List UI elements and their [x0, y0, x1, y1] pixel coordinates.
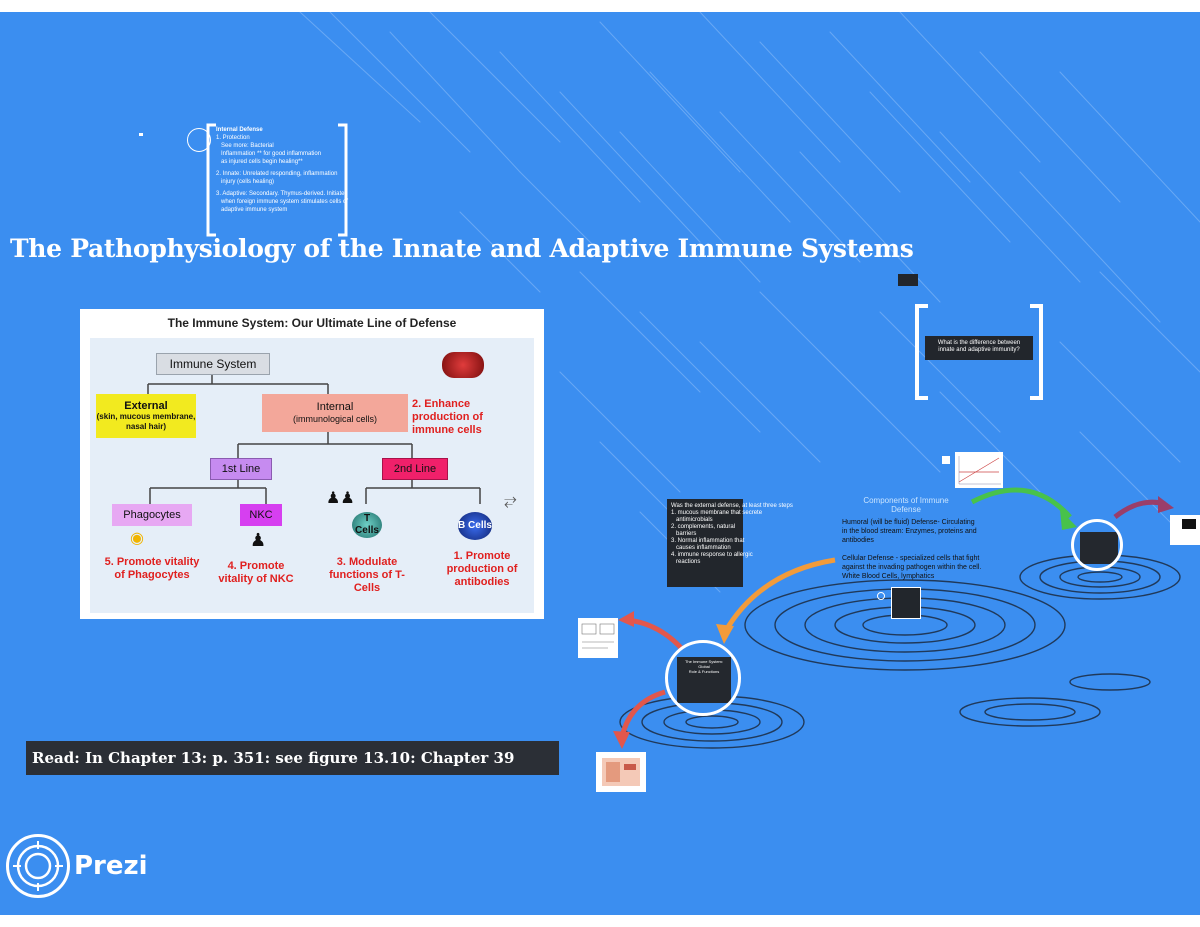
stick-figures-icon: ♟ — [250, 530, 267, 550]
external-box: External (skin, mucous membrane, nasal h… — [96, 394, 196, 438]
diagram-title: The Immune System: Our Ultimate Line of … — [167, 316, 457, 330]
ring-lower-sub: Role & Functions — [688, 669, 720, 674]
marker-dot — [139, 133, 143, 136]
t-cell-icon — [352, 512, 382, 538]
page-title: The Pathophysiology of the Innate and Ad… — [10, 234, 914, 263]
antibody-icon: ⥂ — [504, 492, 517, 509]
prezi-canvas: Internal Defense 1. Protection See more:… — [0, 12, 1200, 915]
top-note-heading: Internal Defense — [216, 127, 263, 133]
first-line-box: 1st Line — [210, 458, 272, 480]
modulate-t-cells-text: 3. Modulate functions of T-Cells — [329, 556, 405, 594]
pacman-icon: ◉ — [130, 530, 144, 547]
frame-circle-small[interactable] — [187, 128, 211, 152]
soldiers-icon: ♟♟ — [326, 490, 355, 507]
prezi-logo[interactable]: Prezi — [6, 834, 148, 898]
top-note-line: Inflammation ** for good inflammation — [216, 151, 322, 157]
chart-marker — [942, 456, 950, 464]
nkc-box: NKC — [240, 504, 282, 526]
blood-cells-icon — [442, 352, 484, 378]
enhance-production-text: 2. Enhance production of immune cells — [412, 398, 483, 436]
top-bracket-frame[interactable] — [206, 123, 348, 237]
external-defense-list-items: Was the external defense, at least three… — [671, 503, 793, 566]
top-note-line: 2. Innate: Unrelated responding, inflamm… — [216, 171, 338, 177]
cellular-defense-text: Cellular Defense - specialized cells tha… — [842, 555, 982, 580]
phagocytes-box: Phagocytes — [112, 504, 192, 526]
small-dark-tile[interactable] — [891, 587, 921, 619]
question-bracket-frame[interactable] — [914, 304, 1044, 400]
figure-thumbnail-upper[interactable] — [578, 618, 618, 658]
external-defense-list-item: 2. complements, natural — [671, 524, 736, 530]
humoral-defense-text: Humoral (will be fluid) Defense- Circula… — [842, 519, 977, 544]
immune-system-diagram[interactable]: The Immune System: Our Ultimate Line of … — [80, 309, 544, 619]
top-note-line: See more: Bacterial — [216, 143, 274, 149]
diagram-connectors — [147, 372, 481, 504]
prezi-logo-icon — [6, 834, 70, 898]
external-defense-list[interactable]: Was the external defense, at least three… — [667, 499, 793, 587]
prezi-logo-text: Prezi — [74, 851, 148, 881]
internal-detail: (immunological cells) — [292, 414, 378, 424]
top-note-line: when foreign immune system stimulates ce… — [216, 199, 349, 205]
ring-lower-heading: The Immune System: Global — [684, 659, 723, 669]
chart-thumbnail[interactable] — [955, 452, 1003, 488]
ring-right-content — [1080, 532, 1118, 564]
ring-frame-lower[interactable]: The Immune System: Global Role & Functio… — [665, 640, 741, 716]
thumb-card-right[interactable] — [1170, 515, 1200, 545]
b-cell-icon — [458, 512, 492, 540]
reading-note-bar: Read: In Chapter 13: p. 351: see figure … — [26, 741, 559, 775]
top-note-line: as injured cells begin healing** — [216, 159, 303, 165]
innate-adaptive-question: What is the difference between innate an… — [925, 336, 1033, 360]
tiny-frame-circle — [877, 592, 885, 600]
top-note-line: 3. Adaptive: Secondary. Thymus-derived. … — [216, 191, 348, 197]
t-cells-label: T Cells — [355, 513, 379, 536]
immune-system-box: Immune System — [156, 353, 270, 375]
top-note: Internal Defense 1. Protection See more:… — [216, 126, 349, 214]
top-note-line: 1. Protection — [216, 135, 250, 141]
external-defense-list-item: barriers — [671, 531, 697, 537]
second-line-box: 2nd Line — [382, 458, 448, 480]
external-detail: (skin, mucous membrane, nasal hair) — [96, 412, 196, 431]
promote-nkc-text: 4. Promote vitality of NKC — [218, 560, 294, 585]
ring-frame-right[interactable] — [1071, 519, 1123, 571]
external-defense-list-item: 4. immune response to allergic — [671, 552, 753, 558]
b-cells-label: B Cells — [458, 520, 492, 531]
external-defense-list-item: antimicrobials — [671, 517, 713, 523]
ring-lower-content: The Immune System: Global Role & Functio… — [677, 657, 731, 703]
diagram-panel: Immune System External (skin, mucous mem… — [90, 338, 534, 613]
internal-box: Internal (immunological cells) — [262, 394, 408, 432]
external-defense-list-item: reactions — [671, 559, 701, 565]
small-note-thumb[interactable] — [898, 274, 918, 286]
components-title: Components of Immune Defense — [863, 496, 949, 514]
external-defense-list-item: 1. mucous membrane that secrete — [671, 510, 763, 516]
external-defense-list-item: Was the external defense, at least three… — [671, 503, 793, 509]
promote-antibodies-text: 1. Promote production of antibodies — [446, 550, 518, 588]
top-note-line: adaptive immune system — [216, 207, 288, 213]
internal-label: Internal — [316, 401, 354, 413]
external-defense-list-item: causes inflammation — [671, 545, 731, 551]
top-note-lines: 1. Protection See more: Bacterial Inflam… — [216, 134, 349, 214]
top-note-line: injury (cells healing) — [216, 179, 275, 185]
promote-phagocytes-text: 5. Promote vitality of Phagocytes — [104, 556, 200, 581]
figure-thumbnail-lower[interactable] — [596, 752, 646, 792]
external-defense-list-item: 3. Normal inflammation that — [671, 538, 745, 544]
external-label: External — [124, 400, 168, 412]
